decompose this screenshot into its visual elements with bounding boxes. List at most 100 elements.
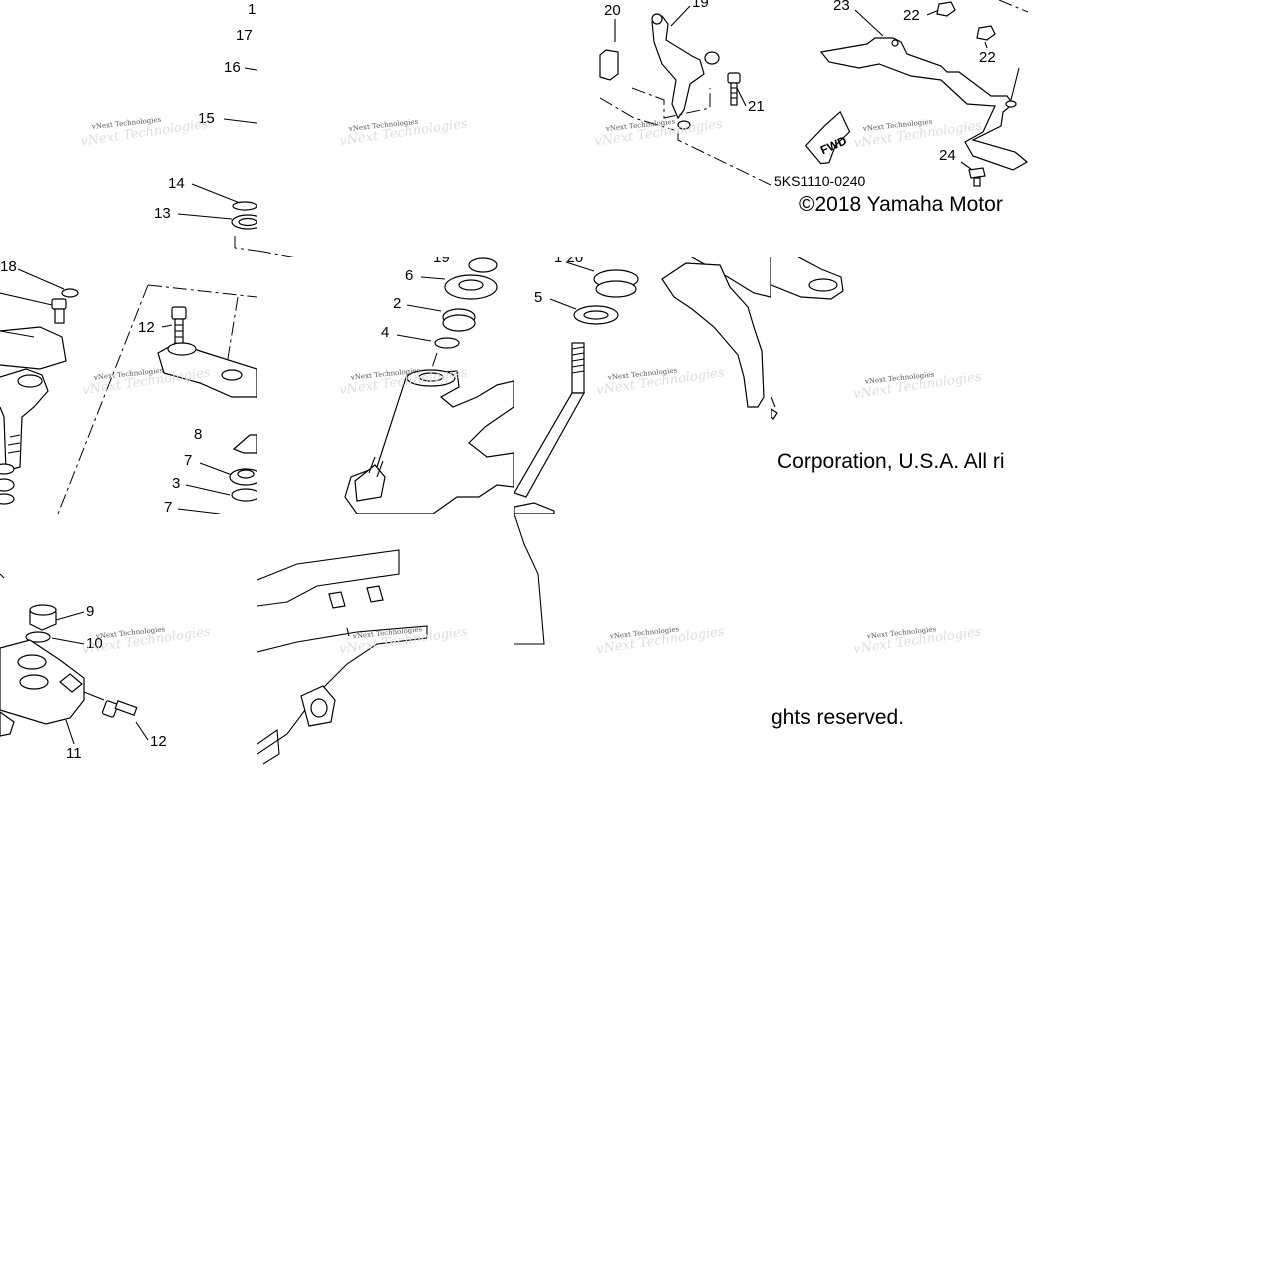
assembly-line-e2	[147, 284, 257, 298]
leader-14	[191, 183, 241, 204]
guide-hole-2	[1005, 100, 1017, 108]
leader-4	[396, 334, 432, 342]
callout-8: 8	[194, 426, 202, 443]
diagram-tile-top-mid: vNext Technologies vNext Technologies	[257, 0, 514, 257]
bolt-17	[51, 298, 67, 324]
thread-3	[7, 450, 21, 454]
copyright-line-2: Corporation, U.S.A. All ri	[777, 450, 1005, 473]
frame-edge	[771, 396, 776, 408]
bolt-21	[727, 72, 741, 106]
bracket-boss	[704, 51, 720, 65]
bracket-11-slot	[59, 673, 83, 693]
callout-24: 24	[939, 147, 956, 164]
leader-9	[55, 611, 85, 621]
diagram-tile-low-left: 9 10 12 11 vNext Technolog	[0, 514, 257, 771]
assembly-line-c1	[631, 87, 711, 119]
leader-7-lower	[177, 508, 221, 514]
cable-guide-23	[819, 37, 1028, 171]
assembly-line-c3	[599, 97, 675, 131]
callout-22-top: 22	[903, 7, 920, 24]
collar-20	[599, 49, 619, 81]
callout-1-partial: 1 20	[554, 257, 583, 266]
assembly-line-f1	[428, 352, 438, 378]
washer-lower-2	[0, 493, 15, 505]
callout-18: 18	[0, 258, 17, 275]
frame-edge-k	[514, 514, 545, 645]
bracket-19	[651, 15, 705, 120]
leader-21	[735, 85, 747, 107]
holder-top	[17, 374, 43, 388]
frame-head-pipe	[344, 370, 514, 514]
leader-18	[17, 268, 65, 290]
callout-23: 23	[833, 0, 850, 14]
assembly-line-e1	[57, 284, 149, 514]
part-code: 5KS1110-0240	[774, 173, 866, 189]
callout-10: 10	[86, 635, 103, 652]
frame-tube-upper	[257, 549, 400, 607]
callout-7-upper: 7	[184, 452, 192, 469]
callout-6: 6	[405, 267, 413, 284]
callout-15: 15	[198, 110, 215, 127]
leader-12-upper	[161, 324, 173, 328]
leader-23	[854, 9, 884, 37]
handlebar-holder	[0, 368, 49, 472]
leader-17	[0, 292, 53, 306]
bracket-11-hole-2	[19, 674, 49, 690]
leader-frag	[0, 573, 5, 579]
bracket-foot	[677, 120, 691, 130]
frame-tube-lower	[257, 625, 428, 755]
callout-12-upper: 12	[138, 319, 155, 336]
assembly-line-e3	[224, 296, 239, 378]
watermark-g: vNext Technologies vNext Technologies	[595, 365, 725, 398]
frame-bracket-hole	[310, 698, 328, 718]
callout-3: 3	[172, 475, 180, 492]
watermark-e: vNext Technologies vNext Technologies	[81, 365, 211, 398]
bracket-hole	[651, 13, 663, 25]
thread-1	[9, 434, 21, 438]
bolt-12-upper	[171, 306, 187, 346]
leader-2	[406, 304, 442, 312]
washer-14	[232, 201, 257, 211]
assembly-line-c2	[677, 130, 771, 186]
watermark-i: vNext Technologies vNext Technologies	[81, 624, 211, 657]
seal-13-inner	[238, 217, 257, 227]
leader-7-upper	[199, 462, 233, 476]
frame-edge-2	[376, 460, 384, 478]
cap-nut-9	[29, 604, 57, 631]
callout-4: 4	[381, 324, 389, 341]
leader-12-lower	[135, 721, 149, 741]
thread-2	[7, 442, 21, 446]
callout-19: 19	[692, 0, 709, 11]
steering-stem	[514, 342, 586, 498]
diagram-tile-mid-center: 19 6 2 4 vNext Technologies vNext Techno…	[257, 257, 514, 514]
lower-bracket-arm	[661, 262, 765, 408]
clamp-leader	[0, 330, 35, 338]
frame-edge-1	[368, 456, 376, 474]
copyright-line-3: ghts reserved.	[771, 706, 904, 729]
leader-3	[185, 484, 231, 496]
bracket-tip-hole	[808, 278, 838, 292]
bearing-2-race	[442, 314, 476, 332]
leader-22-top	[926, 9, 940, 16]
frame-edge	[346, 627, 350, 637]
callout-20: 20	[604, 2, 621, 19]
callout-14: 14	[168, 175, 185, 192]
washer-4	[434, 337, 460, 349]
washer-10	[25, 631, 51, 643]
watermark-h: vNext Technologies vNext Technologies	[852, 369, 982, 402]
callout-17: 17	[236, 27, 253, 44]
guide-hole	[891, 39, 899, 47]
diagram-tile-top-far-right: 23 22 22 FWD 24 5KS1110-0240 ©	[771, 0, 1028, 257]
frame-mount-1	[328, 591, 346, 609]
leader-11	[65, 719, 75, 745]
washer-3	[231, 488, 257, 502]
bracket-tip	[771, 257, 844, 300]
watermark-b: vNext Technologies vNext Technologies	[339, 116, 469, 149]
frame-mount-2	[366, 585, 384, 603]
watermark-k: vNext Technologies vNext Technologies	[595, 624, 725, 657]
diagram-tile-mid-right: 1 20 5 vNext Technologies	[514, 257, 771, 514]
tile-top-left-drawing: 1 17 16 15 14 13 vNext Technologies vNex…	[80, 1, 257, 252]
bracket-11-hole-1	[17, 654, 47, 670]
callout-2: 2	[393, 295, 401, 312]
leader-16	[244, 67, 257, 71]
